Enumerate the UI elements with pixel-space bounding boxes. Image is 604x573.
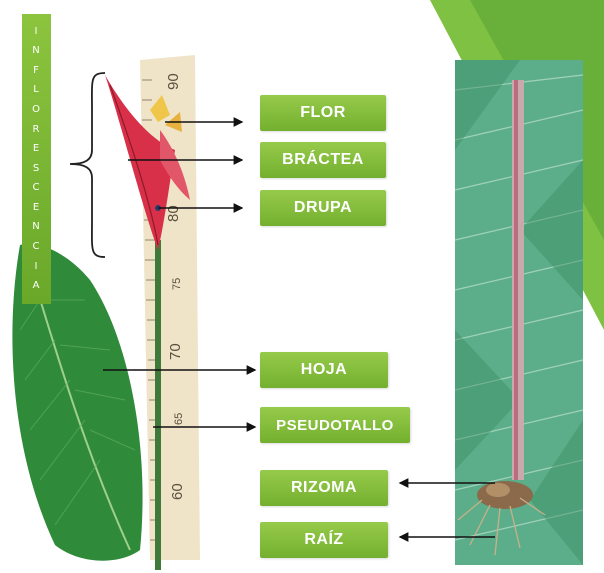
label-bractea: BRÁCTEA [260,142,386,178]
label-hoja: HOJA [260,352,388,388]
label-rizoma: RIZOMA [260,470,388,506]
label-raiz: RAÍZ [260,522,388,558]
label-drupa: DRUPA [260,190,386,226]
label-flor: FLOR [260,95,386,131]
label-pseudotallo: PSEUDOTALLO [260,407,410,443]
